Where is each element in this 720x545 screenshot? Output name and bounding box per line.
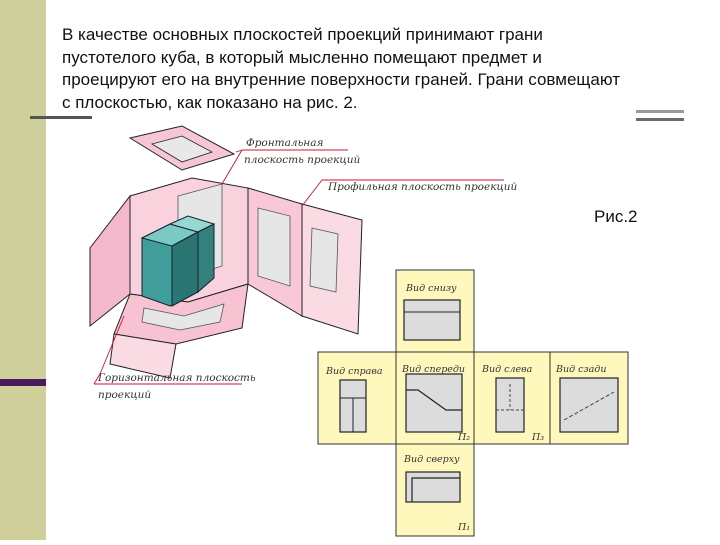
figure-caption: Рис.2 xyxy=(594,207,638,226)
left-decor-bar xyxy=(0,0,46,540)
projection-figure: Фронтальная плоскость проекций Профильна… xyxy=(72,116,636,540)
horizontal-plane-label-line1: Горизонтальная плоскость xyxy=(97,372,256,384)
divider-line-right-bottom xyxy=(636,118,684,121)
view-label-back: Вид сзади xyxy=(555,364,606,375)
left-decor-accent xyxy=(0,379,46,386)
frontal-plane-label-line1: Фронтальная xyxy=(246,137,323,149)
horizontal-plane-label-line2: проекций xyxy=(98,389,151,401)
profile-plane-label: Профильная плоскость проекций xyxy=(327,181,518,193)
view-label-top: Вид сверху xyxy=(403,454,460,465)
divider-line-left xyxy=(30,116,92,119)
view-label-bottom-up: Вид снизу xyxy=(405,283,457,294)
cube-illustration xyxy=(89,125,504,385)
view-label-left: Вид слева xyxy=(481,364,533,375)
view-label-front: Вид спереди xyxy=(401,364,465,375)
frontal-plane-label-line2: плоскость проекций xyxy=(244,154,361,166)
plane-mark-pi1: П₁ xyxy=(457,522,470,533)
body-paragraph: В качестве основных плоскостей проекций … xyxy=(62,25,621,112)
views-layout xyxy=(317,269,629,537)
divider-line-right-top xyxy=(636,110,684,113)
plane-mark-pi2: П₂ xyxy=(457,432,470,443)
projection-figure-svg: Фронтальная плоскость проекций Профильна… xyxy=(89,125,629,537)
view-label-right: Вид справа xyxy=(325,366,383,377)
plane-mark-pi3: П₃ xyxy=(531,432,544,443)
